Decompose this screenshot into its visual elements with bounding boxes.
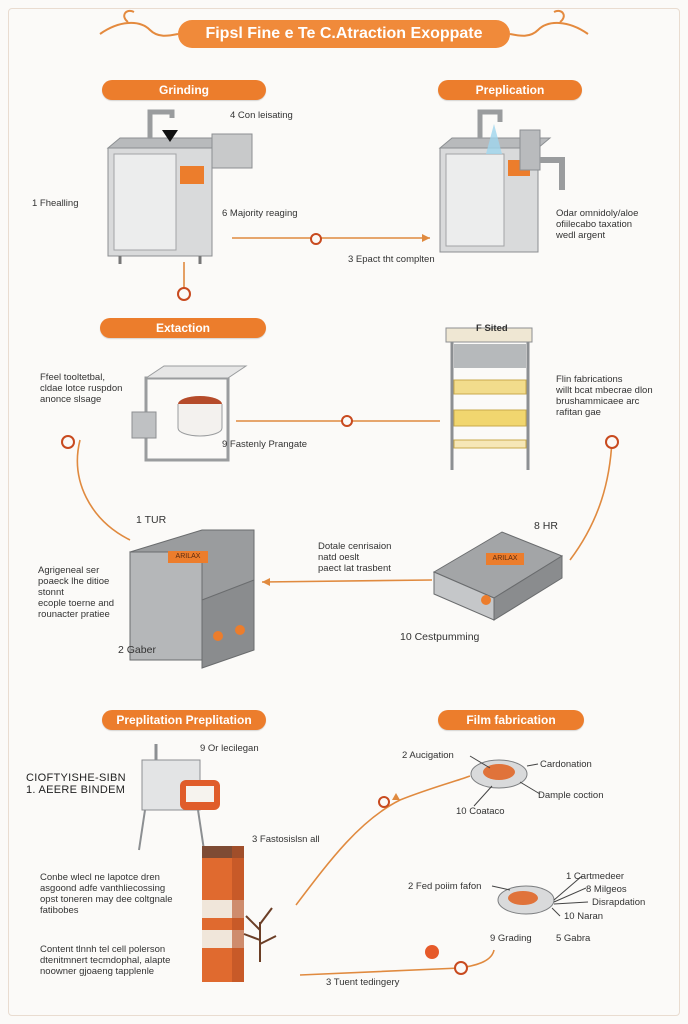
- label-odar: Odar omnidoly/aloe ofiilecabo taxation w…: [556, 208, 639, 241]
- label-dample-coction: Dample coction: [538, 790, 604, 801]
- label-tur: 1 TUR: [136, 514, 167, 526]
- left-oven-tag: ARILAX: [168, 551, 208, 563]
- label-f-sited: F Sited: [476, 323, 508, 334]
- label-cestpumming: 10 Cestpumming: [400, 631, 480, 643]
- label-naran: 10 Naran: [564, 911, 604, 922]
- label-cardonation: Cardonation: [540, 759, 592, 770]
- label-gaber: 2 Gaber: [118, 644, 156, 656]
- label-milgeos: 8 Milgeos: [586, 884, 627, 895]
- page-frame: [8, 8, 680, 1016]
- left-oven: [129, 529, 255, 669]
- grinding-machine: [106, 109, 253, 264]
- label-aucigation: 2 Aucigation: [402, 750, 454, 761]
- label-disrapdation: Disrapdation: [592, 897, 646, 908]
- distillation-rig: [138, 744, 220, 851]
- extaction-unit: [131, 365, 248, 462]
- label-grading: 9 Grading: [490, 933, 532, 944]
- tree-icon: [243, 907, 277, 962]
- label-ffeel: Ffeel tooltetbal, cldae lotce ruspdon an…: [40, 372, 123, 405]
- page-title: Fipsl Fine e Te C.Atraction Exoppate: [178, 20, 510, 48]
- label-coataco: 10 Coataco: [456, 806, 505, 817]
- section-preplication: Preplication: [438, 80, 582, 100]
- petri-dish-top: [470, 759, 528, 789]
- label-cartmedeer: 1 Cartmedeer: [566, 871, 625, 882]
- section-extaction: Extaction: [100, 318, 266, 338]
- title-flourish: [99, 10, 589, 37]
- right-oven: [432, 531, 564, 621]
- preplication-machine: [438, 109, 565, 253]
- flow-badge: [425, 945, 439, 959]
- label-content-block: Content tlnnh tel cell polerson dtenitmn…: [40, 944, 171, 977]
- footnote-left: CIOFTYISHE-SIBN 1. AEERE BINDEM: [26, 772, 126, 796]
- label-hr: 8 HR: [534, 520, 558, 532]
- striped-column: [202, 846, 244, 982]
- flow-nodes: [61, 233, 619, 975]
- label-gabra: 5 Gabra: [556, 933, 591, 944]
- label-fhealling: 1 Fhealling: [32, 198, 79, 209]
- label-majority-reaging: 6 Majority reaging: [222, 208, 298, 219]
- label-flin-fabrications: Flin fabrications willt bcat mbecrae dlo…: [556, 374, 653, 418]
- section-grinding: Grinding: [102, 80, 266, 100]
- label-fastosis: 3 Fastosislsn all: [252, 834, 320, 845]
- right-oven-tag: ARILAX: [486, 553, 524, 565]
- drying-rack: [445, 327, 533, 470]
- petri-dish-bottom: [497, 885, 555, 915]
- label-tuent: 3 Tuent tedingery: [326, 977, 400, 988]
- section-preplitation: Preplitation Preplitation: [102, 710, 266, 730]
- label-dotale: Dotale cenrisaion natd oeslt paect lat t…: [318, 541, 392, 574]
- flow-arrowheads: [262, 234, 430, 800]
- label-fed-poiim: 2 Fed poiim fafon: [408, 881, 482, 892]
- label-epact: 3 Epact tht complten: [348, 254, 435, 265]
- label-fastenly: 9 Fastenly Prangate: [222, 439, 308, 450]
- label-or-lecilegan: 9 Or lecilegan: [200, 743, 259, 754]
- section-film-fabrication: Film fabrication: [438, 710, 584, 730]
- label-conbe-block: Conbe wlecl ne lapotce dren asgoond adfe…: [40, 872, 173, 916]
- label-con-leisating: 4 Con leisating: [230, 110, 293, 121]
- label-agrigeneal: Agrigeneal ser poaeck lhe ditioe stonnt …: [38, 565, 115, 620]
- pointer-lines: [469, 755, 589, 917]
